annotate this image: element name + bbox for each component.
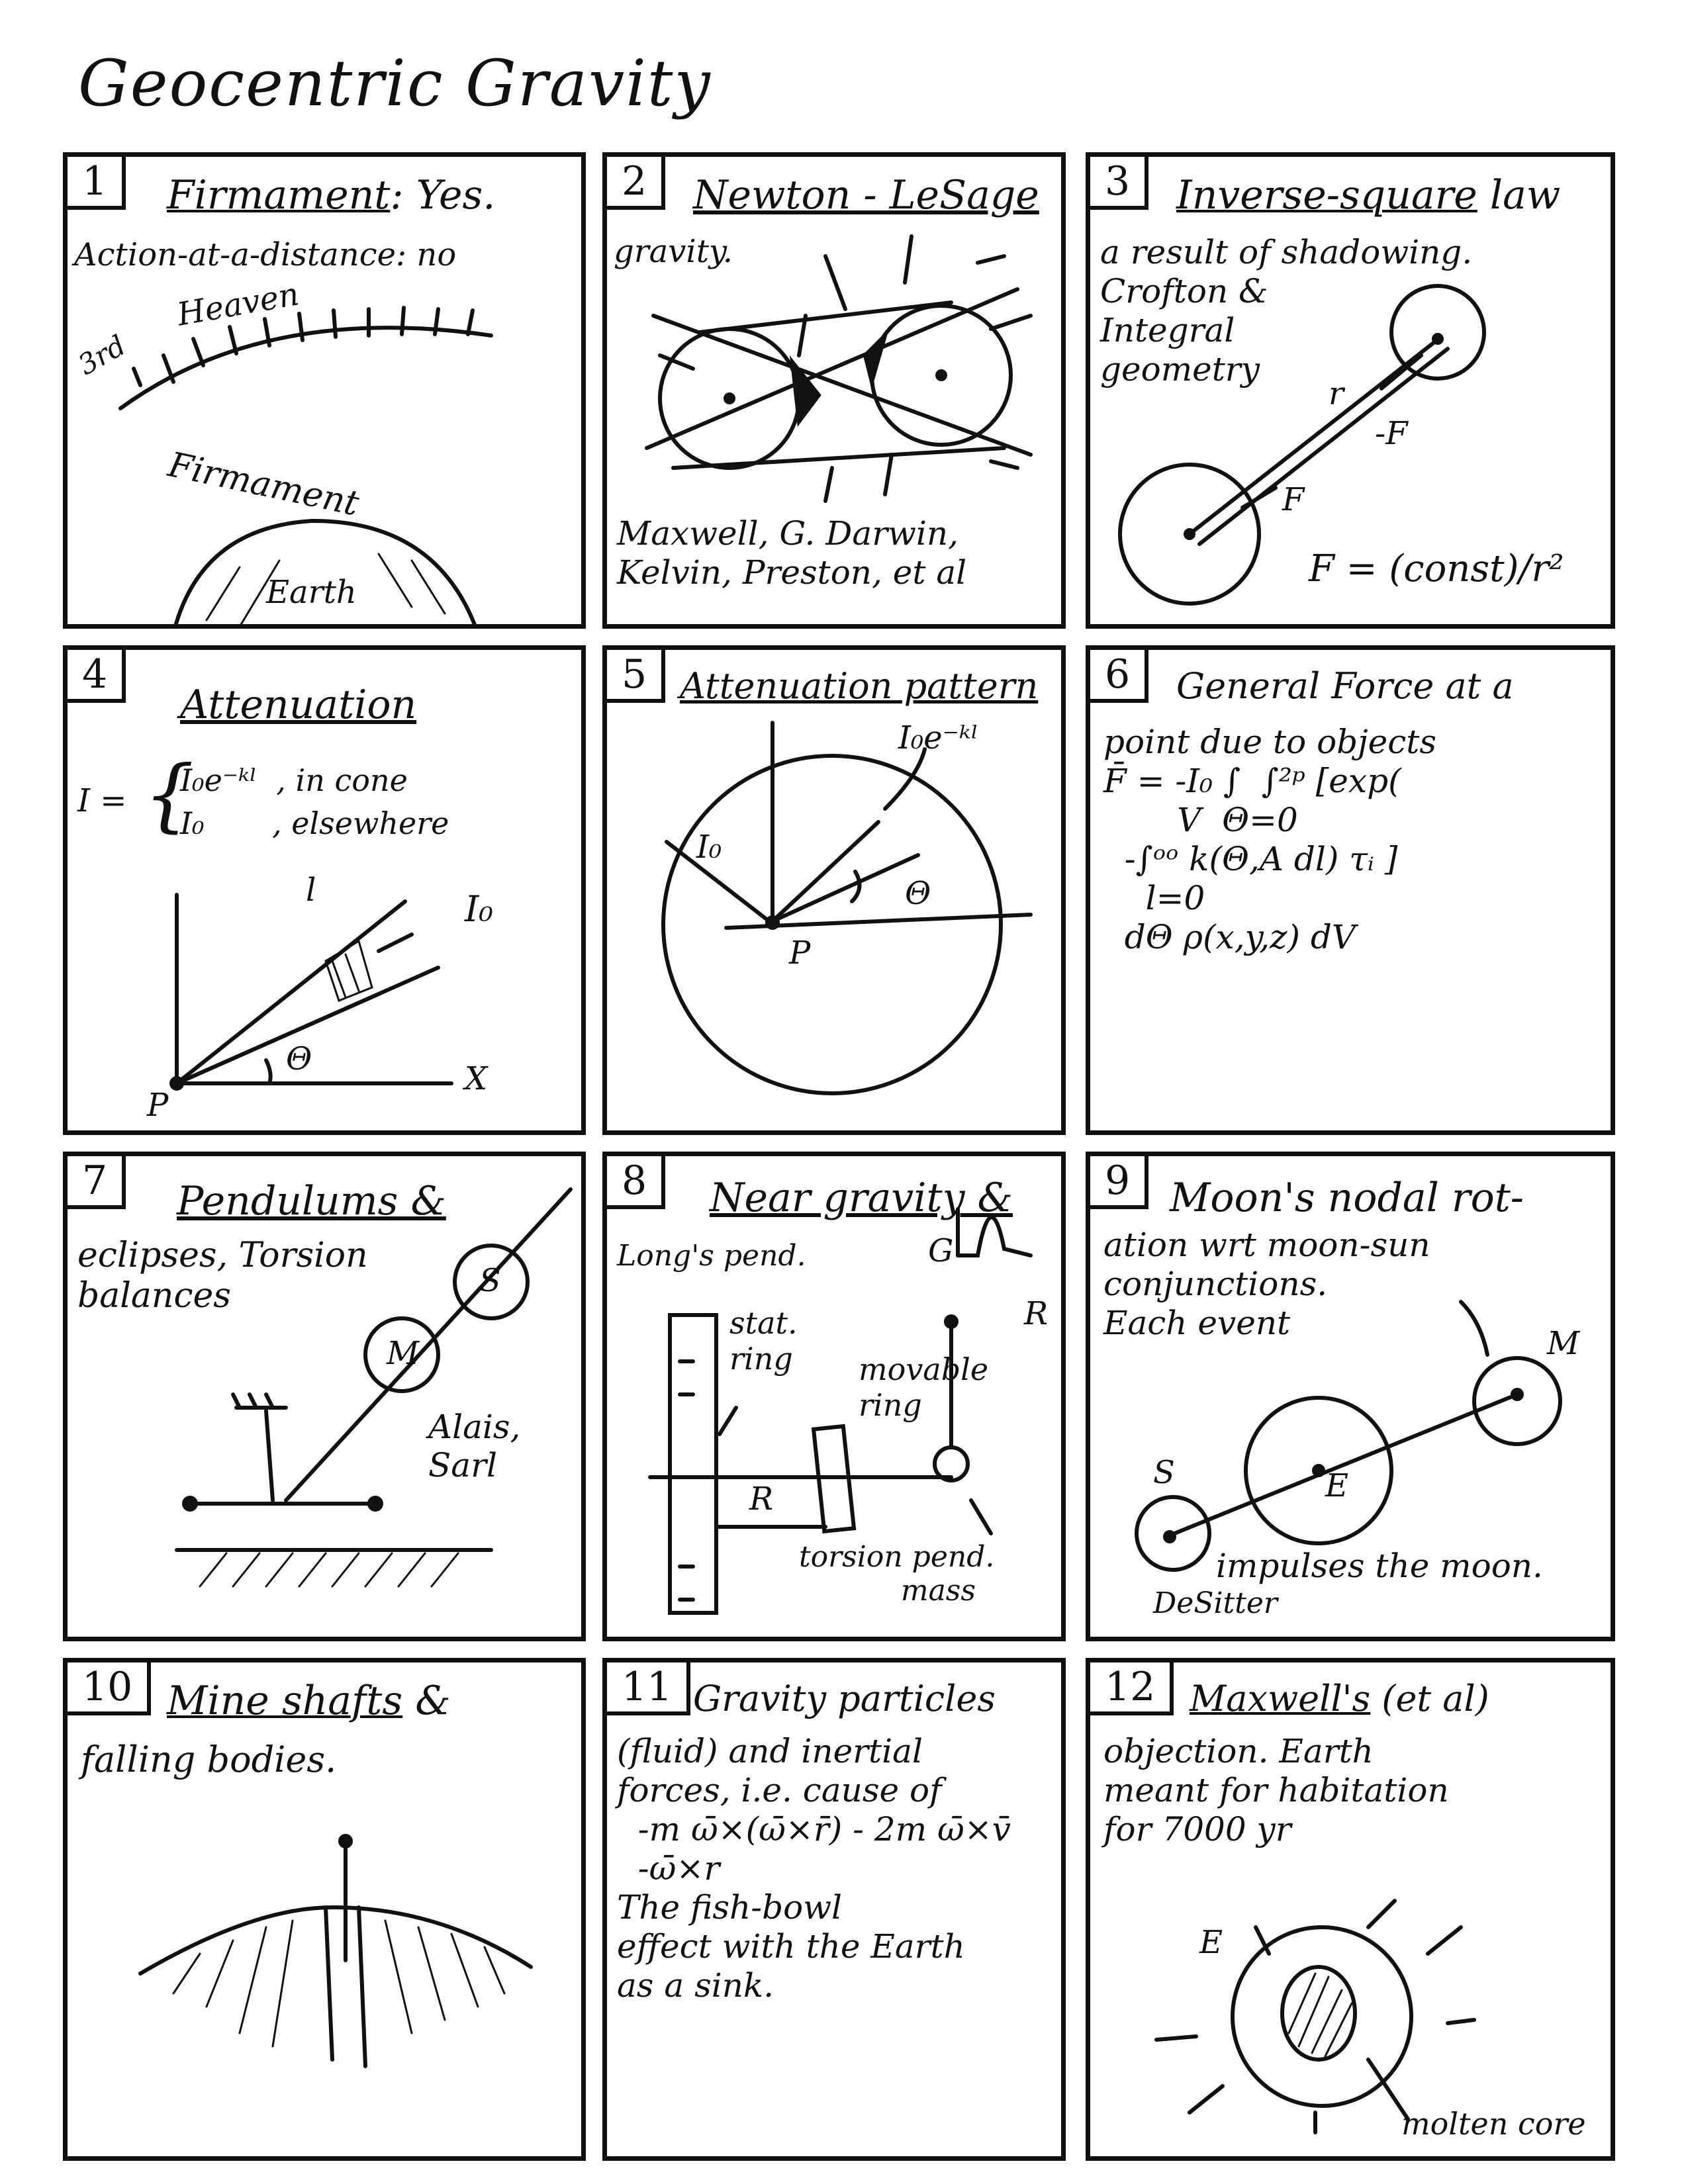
label-p: P <box>147 1087 169 1124</box>
panel-heading: Attenuation <box>180 682 417 728</box>
label-sun: S <box>1153 1454 1175 1491</box>
label-r-top: R <box>1024 1295 1049 1332</box>
sun-earth-moon-diagram <box>1135 1300 1562 1572</box>
equation-lhs: I = <box>77 782 127 819</box>
panel-text: falling bodies. <box>81 1739 337 1780</box>
panel-text: a result of shadowing. Crofton & Integra… <box>1100 233 1473 388</box>
panel-heading: Firmament: Yes. <box>167 173 495 217</box>
equation-brace: { <box>144 749 195 841</box>
label-theta: Θ <box>286 1040 312 1077</box>
attenuation-pattern-diagram <box>661 721 1033 1095</box>
label-movable-ring: movable ring <box>859 1351 989 1423</box>
panel-number: 3 <box>1090 157 1149 210</box>
label-moon: M <box>1547 1325 1580 1362</box>
panel-number: 1 <box>68 157 126 210</box>
label-allais: Alais, Sarl <box>428 1408 521 1484</box>
heading-underlined: Maxwell's <box>1190 1678 1371 1719</box>
panel-5-attenuation-pattern: 5 Attenuation pattern I₀e⁻ᵏˡ I₀ Θ P <box>602 645 1066 1135</box>
panel-number: 9 <box>1090 1156 1149 1209</box>
panel-7-pendulums: 7 Pendulums & eclipses, Torsion balances… <box>63 1152 586 1641</box>
panel-4-attenuation: 4 Attenuation I = { I₀e⁻ᵏˡ , in cone I₀ … <box>63 645 586 1135</box>
label-torsion-pend-mass: torsion pend. mass <box>799 1540 995 1608</box>
label-longs-pend: Long's pend. <box>617 1239 806 1273</box>
page-title: Geocentric Gravity <box>78 46 712 120</box>
panel-heading: Maxwell's (et al) <box>1190 1678 1489 1719</box>
heading-underlined: Mine shafts <box>167 1678 403 1724</box>
label-earth: Earth <box>266 574 357 611</box>
label-x: X <box>465 1060 488 1097</box>
firmament-diagram <box>118 306 493 624</box>
label-r: r <box>1329 375 1344 412</box>
panel-6-general-force: 6 General Force at a point due to object… <box>1086 645 1615 1135</box>
label-theta: Θ <box>905 875 931 912</box>
panel-number: 6 <box>1090 650 1149 703</box>
panel-number: 12 <box>1090 1662 1174 1715</box>
panel-text: ation wrt moon-sun conjunctions. Each ev… <box>1103 1226 1430 1342</box>
heading-rest: : Yes. <box>390 172 496 218</box>
panel-heading: Newton - LeSage <box>693 172 1039 218</box>
heading-underlined: Inverse-square <box>1176 172 1477 218</box>
label-moon: M <box>387 1335 420 1372</box>
panel-text: objection. Earth meant for habitation fo… <box>1103 1732 1449 1848</box>
panel-heading: Attenuation pattern <box>680 665 1039 707</box>
heading-rest: law <box>1477 172 1561 218</box>
panel-heading: General Force at a <box>1176 665 1514 707</box>
panel-9-moon-nodal-rotation: 9 Moon's nodal rot- ation wrt moon-sun c… <box>1086 1152 1615 1641</box>
label-i0: I₀ <box>696 829 722 866</box>
shadowing-diagram <box>1118 284 1486 606</box>
panel-heading: Pendulums & <box>177 1178 446 1224</box>
panel-12-maxwells-objection: 12 Maxwell's (et al) objection. Earth me… <box>1086 1658 1615 2161</box>
panel-number: 5 <box>607 650 666 703</box>
panel-number: 2 <box>607 157 666 210</box>
panel-heading: Gravity particles <box>693 1678 996 1719</box>
label-neg-f: -F <box>1375 415 1408 452</box>
heading-underlined: Firmament <box>167 172 391 218</box>
lesage-shadow-diagram <box>645 234 1033 503</box>
label-i0-e: I₀e⁻ᵏˡ <box>898 719 979 756</box>
label-f: F <box>1282 481 1305 518</box>
label-sun: S <box>479 1262 501 1299</box>
panel-number: 11 <box>607 1662 691 1715</box>
panel-2-newton-lesage: 2 Newton - LeSage gravity. Maxwell, G. D… <box>602 152 1066 629</box>
panel-heading: Mine shafts & <box>167 1678 451 1724</box>
panel-11-gravity-particles: 11 Gravity particles (fluid) and inertia… <box>602 1658 1066 2161</box>
panel-1-firmament: 1 Firmament: Yes. Action-at-a-distance: … <box>63 152 586 629</box>
panel-10-mine-shafts: 10 Mine shafts & falling bodies. <box>63 1658 586 2161</box>
label-r-arm: R <box>749 1480 774 1518</box>
panel-3-inverse-square: 3 Inverse-square law a result of shadowi… <box>1086 152 1615 629</box>
panel-text: gravity. <box>614 233 733 270</box>
label-i0: I₀ <box>465 888 493 930</box>
label-desitter: DeSitter <box>1153 1586 1278 1620</box>
panel-heading: Inverse-square law <box>1176 173 1560 217</box>
panel-heading: Moon's nodal rot- <box>1170 1175 1524 1221</box>
label-molten-core: molten core <box>1401 2106 1586 2142</box>
label-p: P <box>789 934 811 972</box>
pendulum-eclipse-diagram <box>175 1187 573 1588</box>
force-equation-text: point due to objects F̄ = -I₀ ∫ ∫²ᵖ [exp… <box>1103 723 1437 956</box>
formula-text: F = (const)/r² <box>1309 547 1564 590</box>
panel-heading: Near gravity & <box>710 1175 1013 1221</box>
equation-case-2: I₀ , elsewhere <box>180 805 449 841</box>
label-l: l <box>306 872 316 909</box>
label-stat-ring: stat. ring <box>729 1305 798 1377</box>
panel-8-near-gravity: 8 Near gravity & Long's pend. G R stat. … <box>602 1152 1066 1641</box>
earth-core-diagram <box>1154 1899 1476 2134</box>
panel-number: 8 <box>607 1156 666 1209</box>
panel-text: Action-at-a-distance: no <box>74 236 457 273</box>
equation-case-1: I₀e⁻ᵏˡ , in cone <box>180 762 408 798</box>
credits-text: Maxwell, G. Darwin, Kelvin, Preston, et … <box>617 514 967 592</box>
label-impulse: impulses the moon. <box>1216 1547 1543 1585</box>
attenuation-cone-diagram <box>169 893 453 1091</box>
panel-number: 7 <box>68 1156 126 1209</box>
panel-number: 10 <box>68 1662 152 1715</box>
panel-number: 4 <box>68 650 126 703</box>
label-earth: E <box>1325 1467 1349 1504</box>
torsion-pendulum-diagram <box>648 1207 1033 1615</box>
panel-text: (fluid) and inertial forces, i.e. cause … <box>617 1732 1011 2005</box>
label-g: G <box>928 1232 954 1269</box>
panel-text: eclipses, Torsion balances <box>77 1236 368 1316</box>
label-earth: E <box>1199 1924 1223 1961</box>
mine-shaft-diagram <box>138 1834 533 2068</box>
